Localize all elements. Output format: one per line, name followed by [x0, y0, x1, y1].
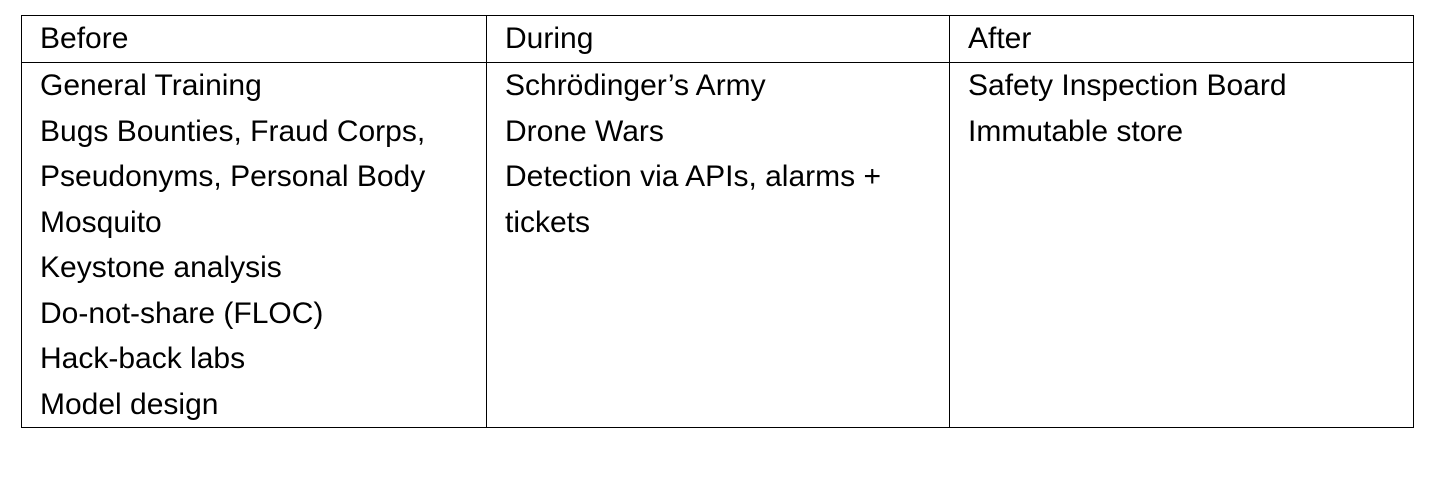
list-item: Safety Inspection Board	[968, 69, 1287, 102]
list-item: Bugs Bounties, Fraud Corps,	[40, 114, 426, 148]
cell-during: Schrödinger’s Army Drone Wars Detection …	[486, 62, 950, 428]
list-item: Hack-back labs	[40, 342, 246, 375]
list-item: tickets	[505, 205, 591, 239]
list-item: Schrödinger’s Army	[505, 69, 766, 102]
header-cell-during: During	[486, 15, 950, 63]
cell-before: General Training Bugs Bounties, Fraud Co…	[21, 62, 487, 428]
list-item: Immutable store	[968, 114, 1184, 148]
list-item: Detection via APIs, alarms +	[505, 160, 881, 193]
list-item: Pseudonyms, Personal Body	[40, 160, 426, 193]
cell-after: Safety Inspection Board Immutable store	[949, 62, 1414, 428]
list-item: General Training	[40, 69, 262, 102]
header-row: Before During After	[21, 15, 1414, 63]
list-item: Do-not-share (FLOC)	[40, 296, 324, 330]
header-cell-before: Before	[21, 15, 487, 63]
body-row: General Training Bugs Bounties, Fraud Co…	[21, 62, 1414, 428]
phases-table: Before During After General Training Bug…	[21, 15, 1414, 428]
list-item: Mosquito	[40, 205, 162, 239]
list-item: Model design	[40, 387, 219, 421]
header-cell-after: After	[949, 15, 1414, 63]
list-item: Drone Wars	[505, 114, 664, 148]
list-item: Keystone analysis	[40, 251, 282, 284]
